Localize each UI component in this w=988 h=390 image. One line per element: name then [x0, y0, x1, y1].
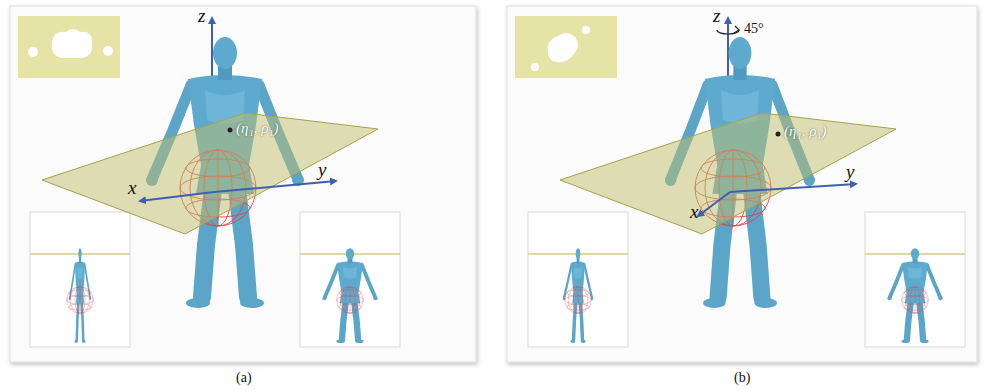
- cutting-plane: [42, 113, 378, 234]
- axis-label: x: [690, 202, 698, 221]
- cutting-plane: [560, 113, 896, 234]
- side-view-figure: [563, 248, 593, 343]
- panel-frame: [507, 6, 977, 362]
- point-label: (η₁, ρ₁): [236, 121, 279, 136]
- thumbnail-sphere: [337, 287, 364, 314]
- y-axis: [730, 184, 856, 192]
- axis-label: x: [128, 178, 136, 197]
- thumbnail-sphere: [67, 287, 94, 314]
- panel-label: (b): [734, 371, 750, 385]
- section-inset: [18, 16, 120, 78]
- cross-section-blobs: [531, 26, 590, 71]
- panel-label: (a): [236, 371, 252, 385]
- front-view-thumbnail: [865, 212, 965, 347]
- thumbnail-sphere: [565, 287, 592, 314]
- side-view-thumbnail: [30, 212, 130, 347]
- front-view-figure: [887, 248, 942, 343]
- centroid-point: [776, 132, 781, 137]
- rotation-arrowhead: [734, 26, 739, 33]
- section-inset: [515, 16, 617, 78]
- front-view-figure: [322, 248, 377, 343]
- front-view-thumbnail: [300, 212, 400, 347]
- axis-label: z: [198, 6, 205, 25]
- x-axis: [140, 192, 214, 201]
- axis-label: y: [318, 160, 326, 179]
- y-axis: [214, 181, 336, 192]
- cross-section-blobs: [28, 29, 113, 58]
- angle-label: 45°: [744, 22, 764, 36]
- x-axis: [698, 192, 730, 216]
- axis-label: y: [846, 162, 854, 181]
- axis-label: z: [713, 6, 720, 25]
- thumbnail-sphere: [902, 287, 929, 314]
- side-view-thumbnail: [528, 212, 628, 347]
- centroid-point: [228, 128, 233, 133]
- panel-frame: [10, 6, 476, 362]
- point-label: (η₁, ρ₁): [784, 124, 827, 139]
